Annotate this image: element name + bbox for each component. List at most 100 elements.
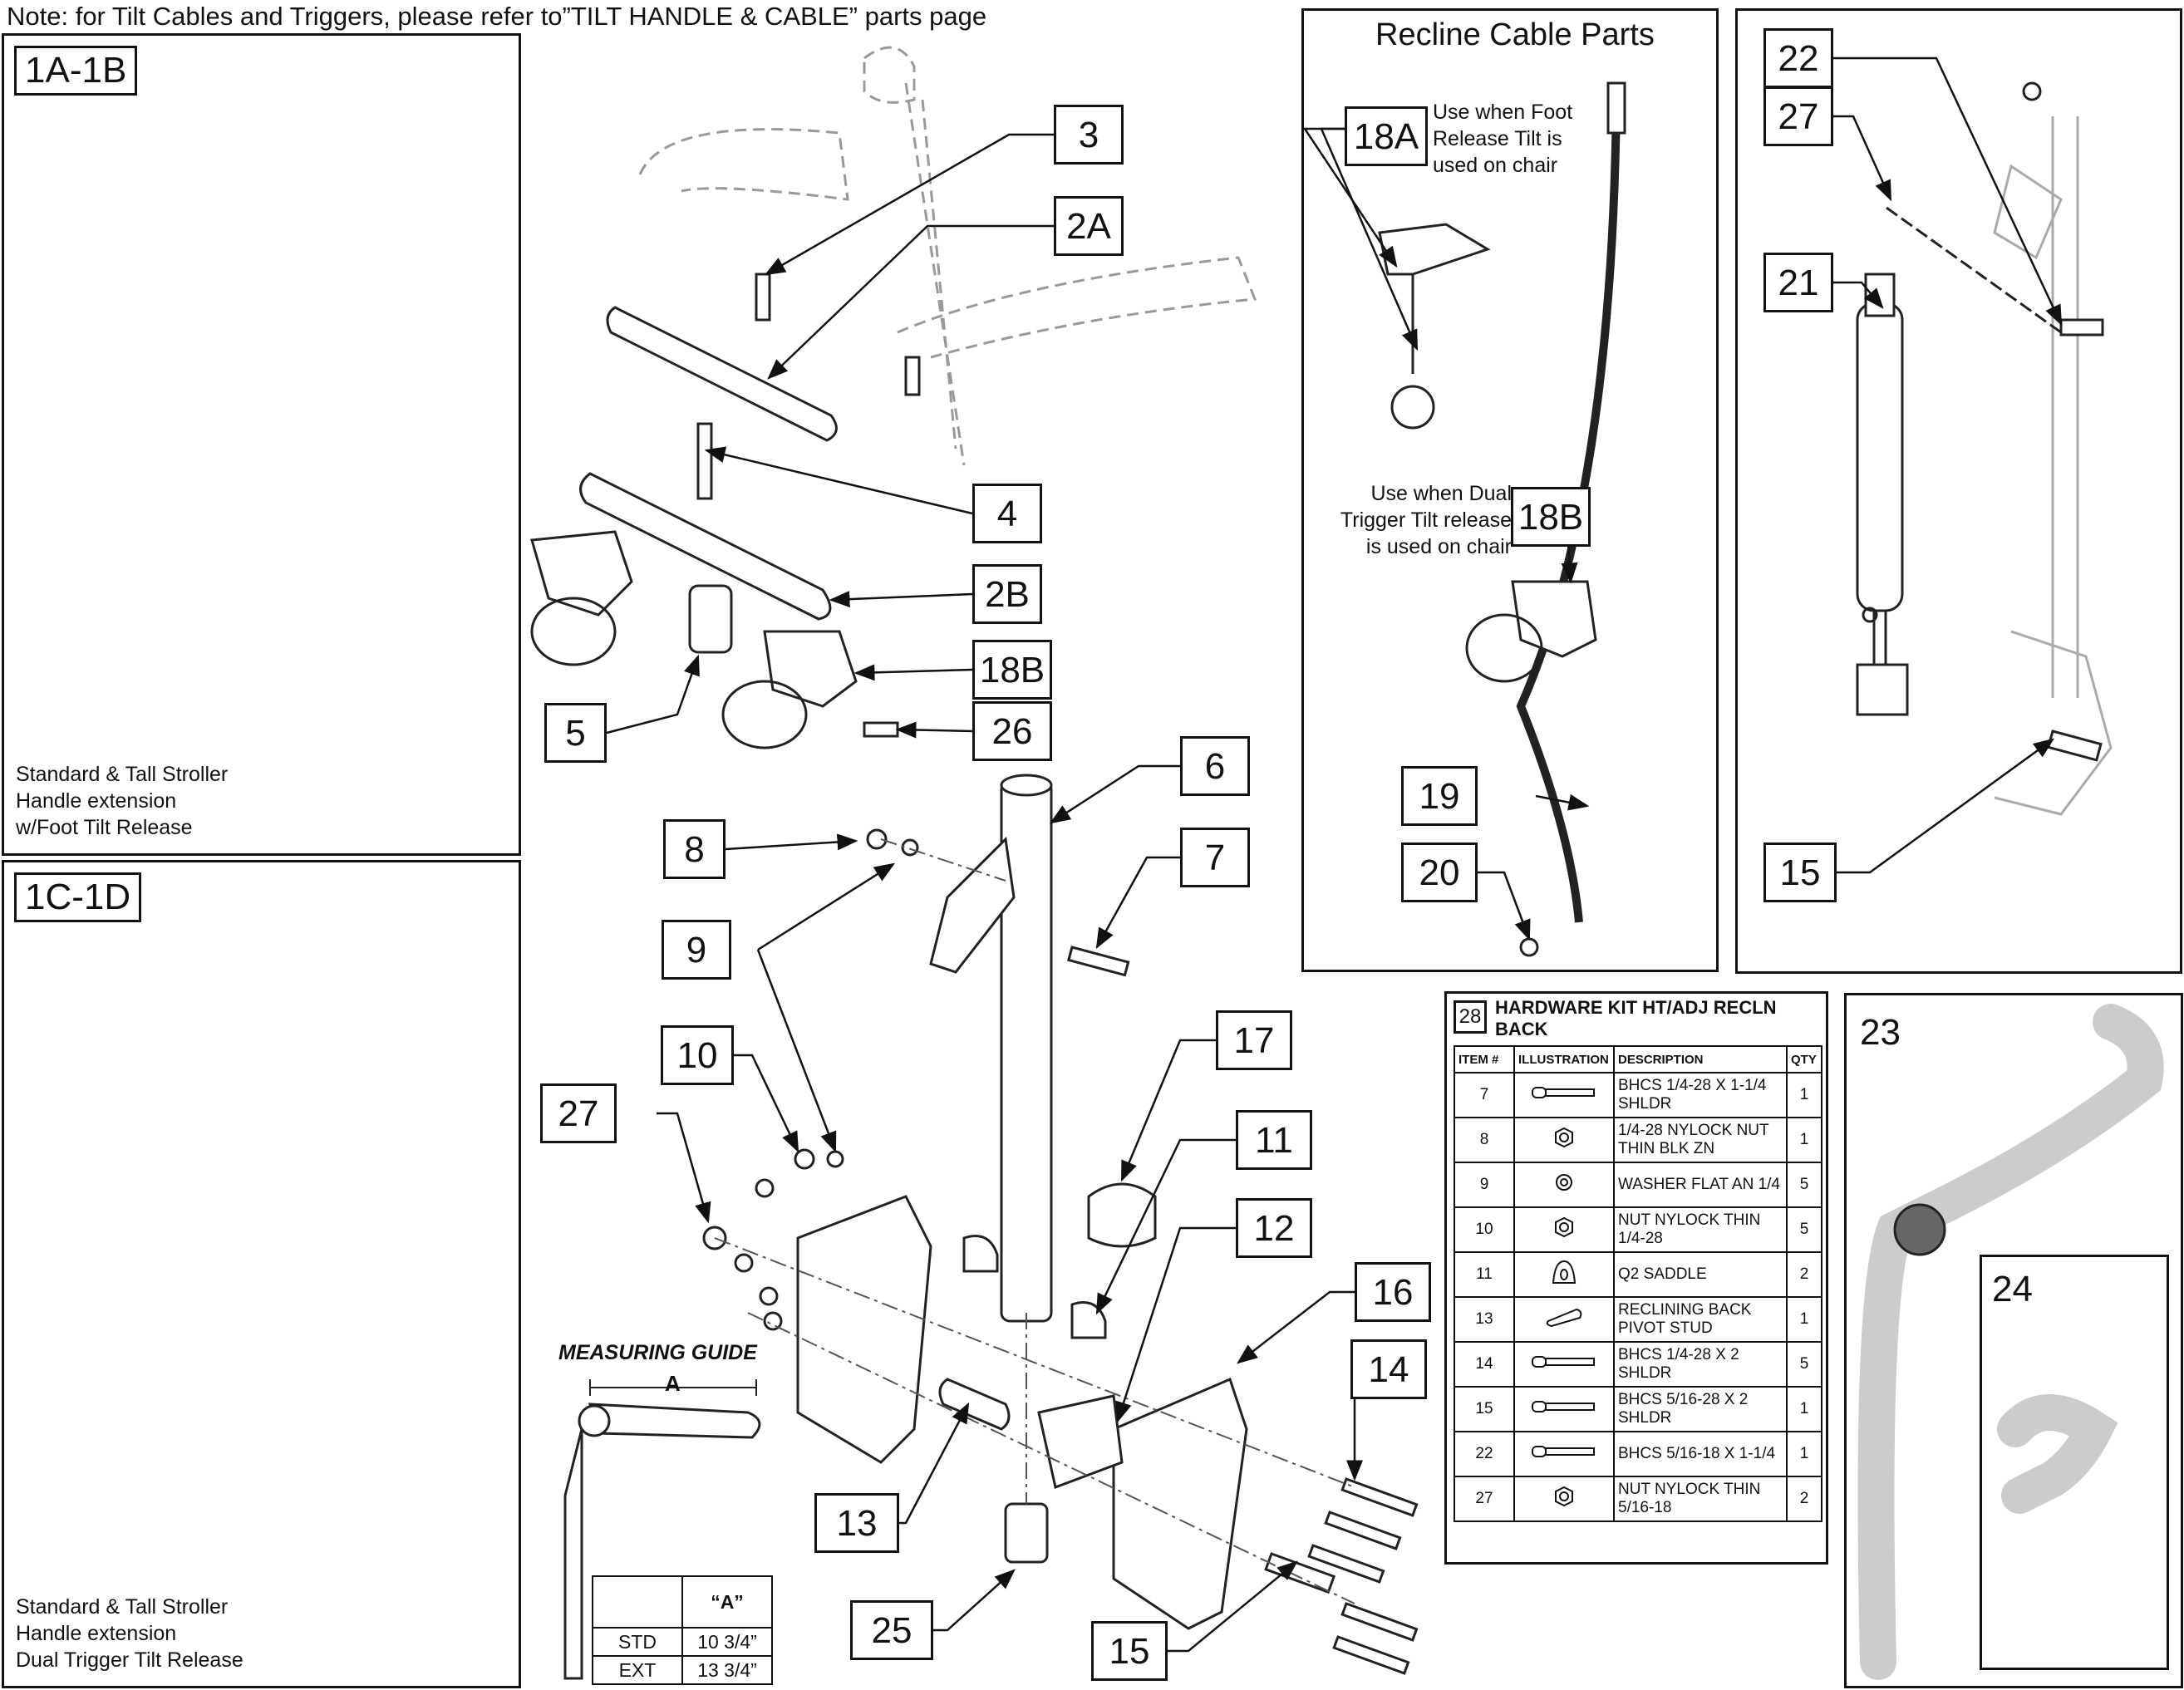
kit-description: BHCS 5/16-28 X 2 SHLDR <box>1613 1386 1788 1432</box>
callout-2a: 2A <box>1054 196 1124 256</box>
callout-9: 9 <box>662 920 731 980</box>
callout-19: 19 <box>1401 766 1478 826</box>
kit-item: 14 <box>1454 1341 1515 1388</box>
kit-item: 7 <box>1454 1072 1515 1118</box>
callout-22: 22 <box>1763 28 1833 88</box>
note-line: Release Tilt is <box>1433 127 1562 150</box>
callout-3: 3 <box>1054 105 1124 165</box>
panel-caption-1c-1d: Standard & Tall Stroller Handle extensio… <box>16 1594 243 1673</box>
callout-6: 6 <box>1180 736 1250 796</box>
callout-17: 17 <box>1216 1010 1292 1070</box>
callout-4: 4 <box>972 484 1042 543</box>
kit-item: 11 <box>1454 1251 1515 1298</box>
measuring-guide-title: MEASURING GUIDE <box>558 1341 757 1364</box>
note-line: Trigger Tilt release <box>1340 508 1512 532</box>
callout-15: 15 <box>1091 1621 1168 1681</box>
panel-1a-1b: 1A-1B Standard & Tall Stroller Handle ex… <box>2 33 521 856</box>
bolt-icon <box>1513 1386 1615 1432</box>
panel-recline-cable-parts: Recline Cable Parts Use when Foot Releas… <box>1301 8 1719 972</box>
kit-qty: 1 <box>1786 1386 1822 1432</box>
recline-cable-illustration <box>1378 81 1626 957</box>
note-18b: Use when Dual Trigger Tilt release is us… <box>1312 480 1512 560</box>
kit-qty: 2 <box>1786 1251 1822 1298</box>
gas-spring-illustration <box>1856 81 2113 816</box>
caption-line: Standard & Tall Stroller <box>16 1595 229 1619</box>
note-line: used on chair <box>1433 154 1558 177</box>
panel-24: 24 <box>1980 1255 2169 1670</box>
panel-gas-spring <box>1735 8 2182 974</box>
stud-icon <box>1513 1296 1615 1343</box>
bolt-icon <box>1513 1431 1615 1477</box>
hardware-kit-box: 28 HARDWARE KIT HT/ADJ RECLN BACK ITEM #… <box>1444 991 1828 1565</box>
panel-tag-1a-1b: 1A-1B <box>14 46 138 96</box>
nut-icon <box>1513 1476 1615 1522</box>
note-line: is used on chair <box>1365 535 1512 558</box>
nut-icon <box>1513 1117 1615 1163</box>
page-note: Note: for Tilt Cables and Triggers, plea… <box>7 2 987 31</box>
callout-18a: 18A <box>1345 106 1428 166</box>
callout-13: 13 <box>814 1493 899 1553</box>
callout-21: 21 <box>1763 253 1833 312</box>
col-qty: QTY <box>1786 1045 1822 1073</box>
washer-icon <box>1513 1162 1615 1208</box>
kit-item: 13 <box>1454 1296 1515 1343</box>
kit-item: 22 <box>1454 1431 1515 1477</box>
callout-27: 27 <box>540 1083 617 1143</box>
kit-qty: 1 <box>1786 1431 1822 1477</box>
panel-23: 23 24 <box>1844 993 2183 1688</box>
kit-qty: 1 <box>1786 1117 1822 1163</box>
callout-25: 25 <box>850 1600 933 1660</box>
caption-line: Dual Trigger Tilt Release <box>16 1648 243 1672</box>
kit-description: WASHER FLAT AN 1/4 <box>1613 1162 1788 1208</box>
measuring-guide-dimension: A <box>665 1371 681 1396</box>
callout-18b: 18B <box>972 640 1052 700</box>
caption-line: Standard & Tall Stroller <box>16 763 229 786</box>
measuring-guide-illustration <box>563 1379 761 1680</box>
mg-size: STD <box>592 1627 683 1657</box>
mg-corner <box>592 1575 683 1629</box>
panel-tag-23: 23 <box>1860 1012 1901 1053</box>
hardware-kit-title: HARDWARE KIT HT/ADJ RECLN BACK <box>1495 997 1777 1039</box>
callout-20: 20 <box>1401 843 1478 902</box>
recline-panel-title: Recline Cable Parts <box>1375 17 1655 52</box>
caption-line: w/Foot Tilt Release <box>16 816 193 839</box>
caption-line: Handle extension <box>16 789 177 813</box>
callout-10: 10 <box>661 1025 734 1085</box>
saddle-icon <box>1513 1251 1615 1298</box>
note-line: Use when Foot <box>1433 101 1573 124</box>
col-description: DESCRIPTION <box>1613 1045 1788 1073</box>
callout-12: 12 <box>1236 1198 1312 1258</box>
kit-description: BHCS 1/4-28 X 2 SHLDR <box>1613 1341 1788 1388</box>
mg-value: 13 3/4” <box>681 1655 773 1685</box>
bolt-icon <box>1513 1341 1615 1388</box>
assembly-axis-lines <box>714 838 1355 1604</box>
kit-description: BHCS 5/16-18 X 1-1/4 <box>1613 1431 1788 1477</box>
callout-18b-recline: 18B <box>1511 487 1591 547</box>
caption-line: Handle extension <box>16 1622 177 1645</box>
callout-11: 11 <box>1236 1110 1312 1170</box>
handle-extension-illustration <box>1857 1004 2164 1680</box>
callout-5: 5 <box>544 703 607 763</box>
kit-qty: 5 <box>1786 1162 1822 1208</box>
panel-tag-1c-1d: 1C-1D <box>14 872 142 922</box>
exploded-parts <box>530 273 1419 1675</box>
kit-item: 15 <box>1454 1386 1515 1432</box>
note-18a: Use when Foot Release Tilt is used on ch… <box>1433 99 1572 179</box>
kit-item: 27 <box>1454 1476 1515 1522</box>
callout-2b: 2B <box>972 564 1042 624</box>
panel-tag-24: 24 <box>1992 1269 2033 1309</box>
callout-15-gas: 15 <box>1763 843 1837 902</box>
mg-size: EXT <box>592 1655 683 1685</box>
hardware-kit-number: 28 <box>1454 1000 1487 1034</box>
kit-description: RECLINING BACK PIVOT STUD <box>1613 1296 1788 1343</box>
callout-8: 8 <box>663 819 726 879</box>
